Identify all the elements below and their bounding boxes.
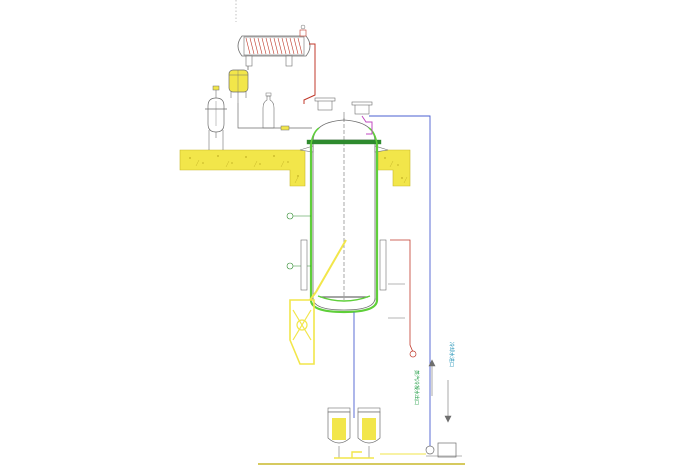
steam-trap xyxy=(409,350,417,358)
steam-line-lower xyxy=(388,283,405,319)
feed-line xyxy=(237,103,312,129)
receiver-icon xyxy=(228,66,249,103)
right-column xyxy=(379,239,387,291)
label-left-vertical: 蒸汽冷凝水出口 xyxy=(413,370,420,405)
filter-manifold xyxy=(334,451,374,459)
feed-valve xyxy=(280,125,290,131)
label-right-vertical: 冷却水进口 xyxy=(448,342,455,367)
cooling-water-lines xyxy=(353,115,431,449)
filter-tank-icon xyxy=(327,407,351,458)
gauge-left-upper xyxy=(286,212,311,220)
steam-line xyxy=(390,239,414,353)
vapor-pipe xyxy=(303,43,316,104)
dosing-tank xyxy=(205,85,227,150)
gauge-left-lower xyxy=(286,262,311,270)
pump-icon xyxy=(425,442,462,458)
condenser-icon xyxy=(237,24,311,67)
discharge-chute xyxy=(289,239,347,365)
reactor-vessel-icon xyxy=(299,97,389,311)
floor-slab xyxy=(179,149,411,187)
left-column xyxy=(300,239,308,291)
gas-bottle-icon xyxy=(262,92,275,129)
heating-jacket xyxy=(309,127,379,314)
flow-arrows xyxy=(428,359,452,423)
vent-line xyxy=(361,115,373,135)
filter-tank-icon xyxy=(357,407,381,458)
